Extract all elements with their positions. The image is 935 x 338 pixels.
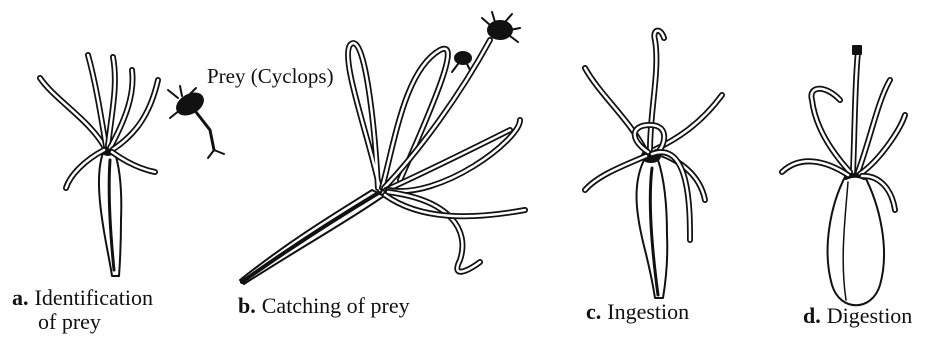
hydra-d	[782, 46, 905, 305]
caption-a-line2: of prey	[38, 310, 101, 334]
caption-c: c.Ingestion	[586, 300, 689, 324]
prey-cyclops-icon	[168, 86, 224, 158]
caption-b-letter: b.	[238, 293, 256, 318]
caption-a: a.Identification	[12, 286, 153, 310]
hydra-a	[40, 55, 158, 276]
caption-b: b.Catching of prey	[238, 294, 410, 318]
prey-label: Prey (Cyclops)	[207, 64, 334, 89]
caption-c-letter: c.	[586, 299, 601, 324]
caption-d-text: Digestion	[827, 303, 913, 328]
caption-b-text: Catching of prey	[262, 293, 410, 318]
hydra-c	[585, 31, 722, 298]
caption-a-letter: a.	[12, 285, 29, 310]
caption-c-text: Ingestion	[607, 299, 689, 324]
caption-a-line1: Identification	[35, 285, 154, 310]
caption-d: d.Digestion	[803, 304, 912, 328]
caption-d-letter: d.	[803, 303, 821, 328]
